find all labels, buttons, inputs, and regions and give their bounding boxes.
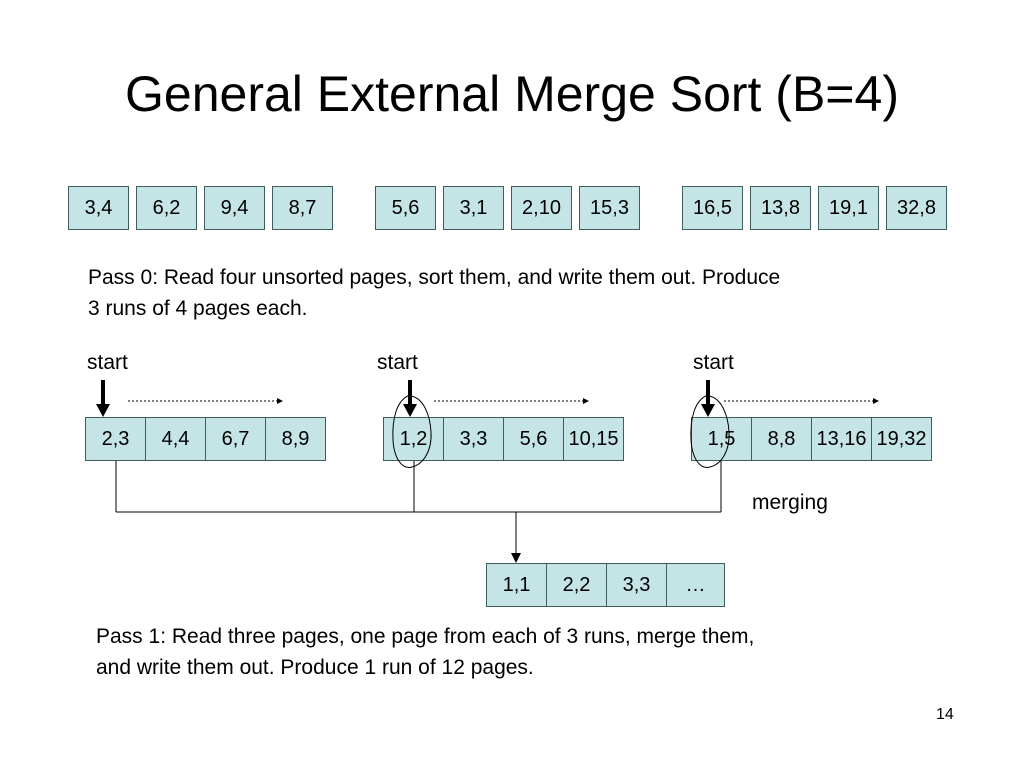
run3-page: 13,16 (811, 417, 872, 461)
input-page: 8,7 (272, 186, 333, 230)
output-page: 2,2 (546, 563, 607, 607)
run1-page: 2,3 (85, 417, 146, 461)
pass0-text-line1: Pass 0: Read four unsorted pages, sort t… (88, 266, 781, 289)
start-arrow-run3 (701, 380, 715, 417)
input-page: 16,5 (682, 186, 743, 230)
pass1-text-line2: and write them out. Produce 1 run of 12 … (96, 656, 534, 679)
output-page: 3,3 (606, 563, 667, 607)
start-label-run1: start (87, 351, 128, 374)
run1-page: 8,9 (265, 417, 326, 461)
run1-page: 6,7 (205, 417, 266, 461)
slide-title: General External Merge Sort (B=4) (125, 66, 899, 122)
start-arrow-run1 (96, 380, 110, 417)
current-page-circle-run3 (690, 394, 730, 468)
merge-output-arrow (511, 512, 521, 563)
input-page: 15,3 (579, 186, 640, 230)
current-page-circle-run2 (392, 394, 432, 468)
run3-page: 19,32 (871, 417, 932, 461)
input-page: 19,1 (818, 186, 879, 230)
input-pages-row: 3,4 6,2 9,4 8,7 5,6 3,1 2,10 15,3 16,5 1… (0, 186, 1024, 230)
runs-row: 2,3 4,4 6,7 8,9 1,2 3,3 5,6 10,15 1,5 8,… (0, 417, 1024, 461)
input-page: 5,6 (375, 186, 436, 230)
run1-page: 4,4 (145, 417, 206, 461)
input-page: 13,8 (750, 186, 811, 230)
run2-page: 5,6 (503, 417, 564, 461)
pass0-text-line2: 3 runs of 4 pages each. (88, 297, 308, 320)
merging-label: merging (752, 491, 828, 514)
start-arrow-run2 (403, 380, 417, 417)
input-page: 32,8 (886, 186, 947, 230)
input-page: 9,4 (204, 186, 265, 230)
input-page: 2,10 (511, 186, 572, 230)
run2-page: 3,3 (443, 417, 504, 461)
output-page: … (666, 563, 725, 607)
input-page: 3,1 (443, 186, 504, 230)
slide-number: 14 (936, 706, 954, 723)
output-pages-row: 1,1 2,2 3,3 … (0, 563, 1024, 607)
input-page: 6,2 (136, 186, 197, 230)
input-page: 3,4 (68, 186, 129, 230)
output-page: 1,1 (486, 563, 547, 607)
pass1-text-line1: Pass 1: Read three pages, one page from … (96, 625, 755, 648)
start-label-run3: start (693, 351, 734, 374)
start-label-run2: start (377, 351, 418, 374)
run2-page: 10,15 (563, 417, 624, 461)
merge-connectors (115, 461, 722, 513)
